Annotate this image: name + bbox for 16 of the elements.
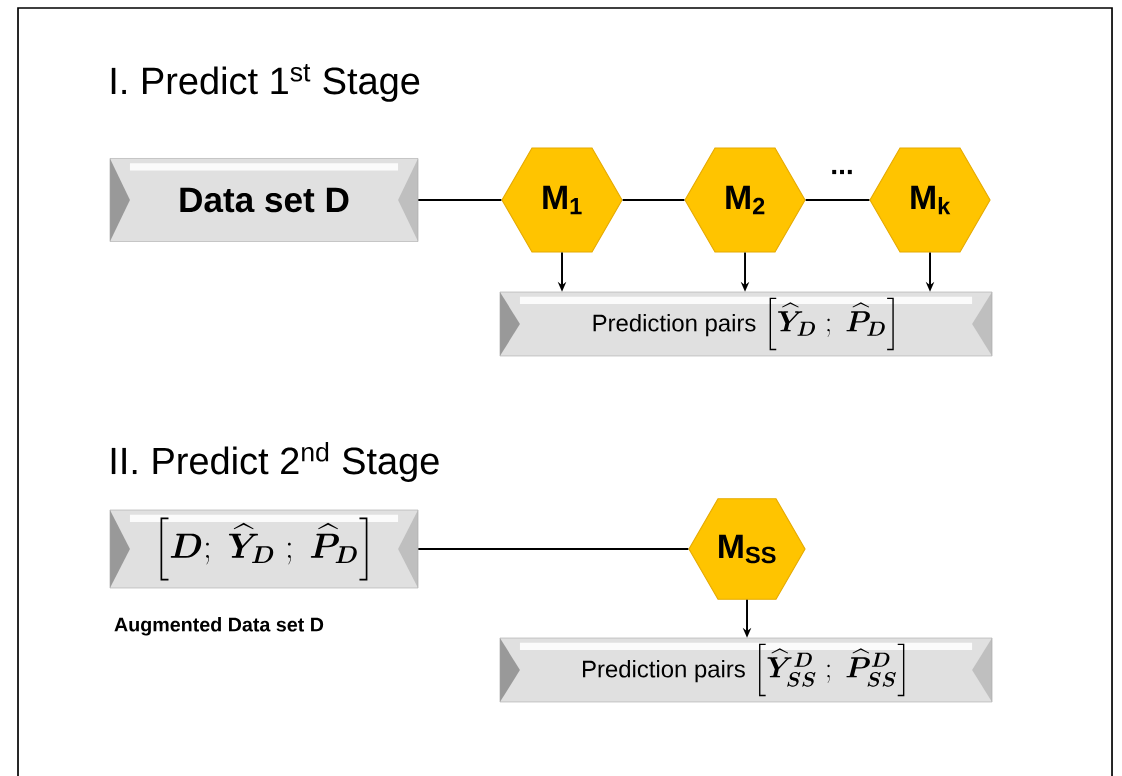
model-hexagon: M$_{2}$: [684, 147, 806, 253]
data-box: Data set D: [109, 158, 419, 242]
result-box: Prediction pairs $\Big[\boldsymbol{\widehat{Y}_{D}}\;;\;\boldsymbol{\widehat{P}_{D}}\Big]$: [499, 291, 993, 357]
model-hexagon: M$_{SS}$: [688, 498, 806, 600]
connector-line: [804, 199, 871, 201]
model-hexagon: M$_{k}$: [869, 147, 991, 253]
section-heading: II. Predict 2$^{nd}$ Stage: [111, 442, 439, 482]
connector-line: [417, 199, 503, 201]
result-box: Prediction pairs $\Big[\boldsymbol{\widehat{Y}^{D}_{SS}}\;;\;\boldsymbol{\widehat{P}^{D}_{SS}}\Big]$: [499, 637, 993, 703]
data-box: $\Big[\boldsymbol{D};\;\boldsymbol{\widehat{Y}_{D}}\;;\;\boldsymbol{\widehat{P}_{D}}\Big]$: [109, 509, 419, 589]
caption-text: Augmented Data set D: [114, 617, 324, 636]
connector-line: [417, 548, 690, 550]
model-hexagon: M$_{1}$: [501, 147, 623, 253]
section-heading: I. Predict 1$^{st}$ Stage: [111, 64, 420, 102]
connector-line: [621, 199, 686, 201]
ellipsis: ...: [832, 169, 852, 175]
